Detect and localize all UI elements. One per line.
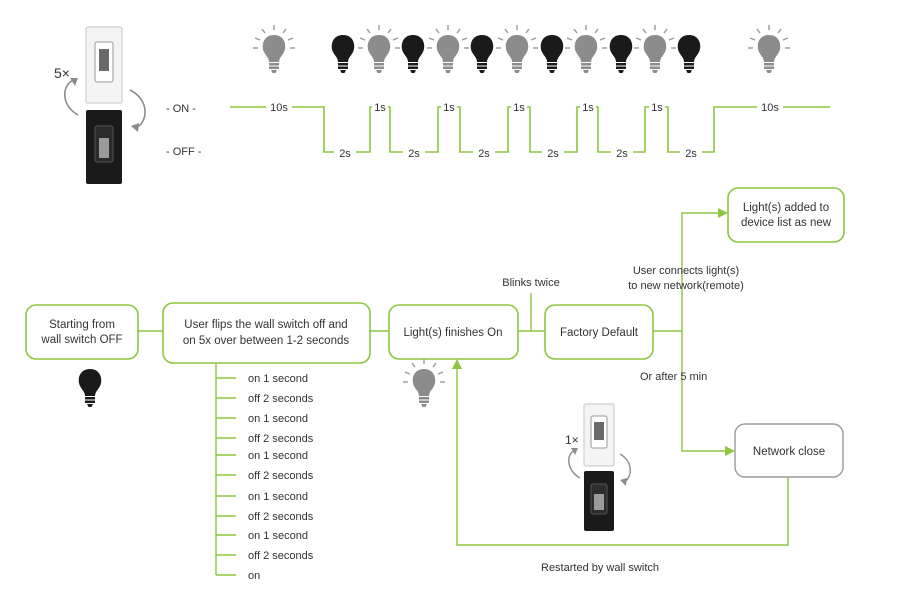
sequence-item: on 1 second: [248, 491, 308, 503]
light-bulb-on-icon: [495, 24, 539, 74]
after-label: Or after 5 min: [640, 371, 707, 383]
sequence-item: on 1 second: [248, 530, 308, 542]
start-box: Starting from wall switch OFF: [25, 304, 139, 360]
light-bulb-off-icon: [470, 35, 494, 73]
off-durations: 2s 2s 2s 2s 2s 2s: [334, 145, 702, 160]
light-bulb-on-icon: [564, 24, 608, 74]
light-bulb-off-icon: [677, 35, 701, 73]
duration-label: 2s: [339, 148, 351, 160]
duration-label: 10s: [761, 102, 779, 114]
duration-label: 2s: [408, 148, 420, 160]
rotate-arrow-icon: [63, 78, 146, 132]
light-bulb-on-icon: [357, 24, 401, 74]
light-bulb-on-icon: [426, 24, 470, 74]
light-bulb-off-icon: [540, 35, 564, 73]
off-level-label: - OFF -: [166, 146, 202, 158]
duration-label: 1s: [582, 102, 594, 114]
light-bulb-on-icon: [633, 24, 677, 74]
factory-default-box: Factory Default: [544, 304, 654, 360]
duration-label: 1s: [374, 102, 386, 114]
sequence-item: off 2 seconds: [248, 550, 314, 562]
restarted-label: Restarted by wall switch: [541, 562, 659, 574]
sequence-ticks: [216, 377, 236, 576]
light-bulb-on-icon: [402, 358, 446, 408]
light-bulb-on-icon: [747, 24, 791, 74]
flip-text-line: on 5x over between 1-2 seconds: [183, 335, 349, 347]
connects-text-line: User connects light(s): [633, 265, 739, 277]
network-close-box: Network close: [734, 423, 844, 478]
light-bulb-off-icon: [609, 35, 633, 73]
sequence-item: on 1 second: [248, 373, 308, 385]
on-level-label: - ON -: [166, 103, 196, 115]
flip-text-line: User flips the wall switch off and: [184, 319, 347, 331]
start-text-line: wall switch OFF: [40, 334, 122, 346]
light-bulb-off-icon: [401, 35, 425, 73]
restart-count-label: 1×: [565, 433, 579, 447]
sequence-list: on 1 second off 2 seconds on 1 second of…: [248, 373, 314, 582]
light-bulb-off-icon: [78, 369, 102, 407]
duration-label: 2s: [478, 148, 490, 160]
factory-text: Factory Default: [560, 327, 639, 339]
sequence-item: on 1 second: [248, 413, 308, 425]
sequence-item: off 2 seconds: [248, 470, 314, 482]
added-text-line: device list as new: [741, 217, 832, 229]
on-durations: 10s 1s 1s 1s 1s 1s 10s: [266, 99, 783, 114]
blinks-label: Blinks twice: [502, 277, 559, 289]
repeat-count-label: 5×: [54, 65, 70, 81]
added-text-line: Light(s) added to: [743, 202, 829, 214]
added-box: Light(s) added to device list as new: [727, 187, 845, 243]
finishes-on-box: Light(s) finishes On: [388, 304, 519, 360]
wall-switch-icon: [85, 26, 123, 184]
light-bulb-on-icon: [252, 24, 296, 74]
duration-label: 1s: [513, 102, 525, 114]
flip-switch-box: User flips the wall switch off and on 5x…: [162, 302, 371, 364]
sequence-item: off 2 seconds: [248, 433, 314, 445]
sequence-item: on: [248, 570, 260, 582]
duration-label: 1s: [651, 102, 663, 114]
sequence-item: on 1 second: [248, 450, 308, 462]
close-text: Network close: [753, 446, 825, 458]
start-text-line: Starting from: [49, 319, 115, 331]
duration-label: 1s: [443, 102, 455, 114]
bulb-row: [252, 24, 791, 74]
sequence-item: off 2 seconds: [248, 511, 314, 523]
duration-label: 2s: [547, 148, 559, 160]
wall-switch-icon: [583, 403, 615, 531]
duration-label: 2s: [685, 148, 697, 160]
timing-waveform: [230, 106, 830, 153]
duration-label: 2s: [616, 148, 628, 160]
duration-label: 10s: [270, 102, 288, 114]
light-bulb-off-icon: [331, 35, 355, 73]
finish-text: Light(s) finishes On: [403, 327, 502, 339]
connects-text-line: to new network(remote): [628, 280, 744, 292]
sequence-item: off 2 seconds: [248, 393, 314, 405]
flow-connectors: [138, 208, 789, 575]
rotate-arrow-icon: [568, 448, 631, 486]
